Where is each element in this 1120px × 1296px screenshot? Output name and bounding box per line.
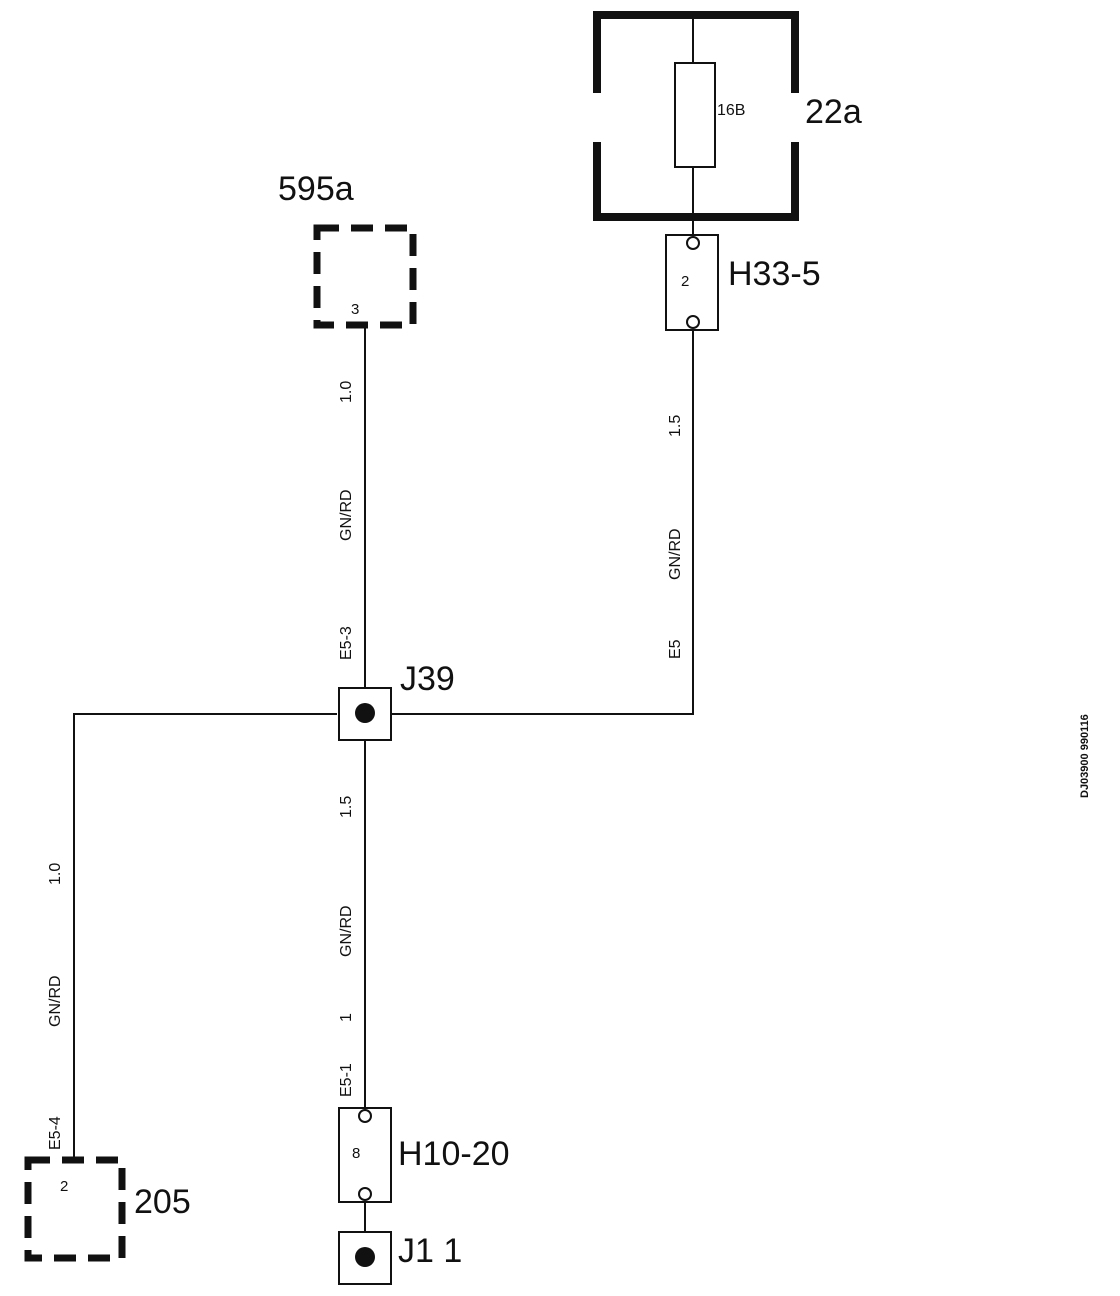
wire-j39-h10-id: E5-1: [338, 1063, 355, 1097]
module-595a-outline: [313, 224, 417, 329]
fuse-box-22a[interactable]: 16B 22a: [593, 11, 862, 221]
connector-h33-5-top-terminal: [686, 236, 700, 250]
connector-h33-5-bottom-terminal: [686, 315, 700, 329]
connector-h33-5-pin: 2: [681, 273, 689, 290]
connector-h33-5[interactable]: 2 H33-5: [665, 234, 821, 331]
fuse-label: 16B: [717, 102, 745, 119]
wire-j39-h10-color: GN/RD: [338, 905, 355, 957]
connector-h33-5-label: H33-5: [728, 255, 821, 293]
wire-j39-205-color: GN/RD: [47, 975, 64, 1027]
wire-h33-j39[interactable]: [391, 329, 694, 715]
junction-j39-label: J39: [400, 660, 455, 698]
module-595a[interactable]: 3 595a: [278, 170, 417, 329]
fuse-box-label: 22a: [805, 93, 862, 131]
connector-h33-5-body: [665, 234, 719, 331]
connector-h10-20[interactable]: 8 H10-20: [338, 1107, 510, 1203]
wire-595a-j39-size: 1.0: [338, 381, 355, 403]
wire-j39-205[interactable]: [73, 713, 337, 1160]
connector-h10-20-bottom-terminal: [358, 1187, 372, 1201]
module-595a-pin: 3: [351, 301, 359, 318]
wire-595a-j39-id: E5-3: [338, 626, 355, 660]
document-code: DJ03900 990116: [1079, 714, 1091, 798]
connector-h10-20-label: H10-20: [398, 1135, 510, 1173]
fuse-16b[interactable]: [674, 62, 716, 168]
module-205-outline: [24, 1156, 126, 1262]
junction-j1-label: J1 1: [398, 1232, 462, 1270]
junction-j39[interactable]: J39: [338, 660, 455, 741]
module-205-pin: 2: [60, 1178, 68, 1195]
wire-j39-h10-extra: 1: [338, 1013, 355, 1022]
connector-h10-20-top-terminal: [358, 1109, 372, 1123]
junction-j1-dot: [355, 1247, 375, 1267]
module-205-label: 205: [134, 1183, 191, 1221]
wire-j39-205-id: E5-4: [47, 1116, 64, 1150]
wire-j39-h10-size: 1.5: [338, 796, 355, 818]
wire-595a-j39-color: GN/RD: [338, 489, 355, 541]
module-205[interactable]: 2 205: [24, 1156, 191, 1262]
connector-h10-20-pin: 8: [352, 1145, 360, 1162]
junction-j1[interactable]: J1 1: [338, 1231, 462, 1285]
connector-h10-20-body: [338, 1107, 392, 1203]
fuse-box-outline-top: [593, 11, 799, 93]
wire-h33-j39-color: GN/RD: [667, 528, 684, 580]
wire-h33-j39-size: 1.5: [667, 415, 684, 437]
module-595a-label: 595a: [278, 170, 354, 208]
wire-j39-205-size: 1.0: [47, 863, 64, 885]
fuse-box-outline-bottom: [593, 142, 799, 221]
wire-h33-j39-id: E5: [667, 639, 684, 659]
junction-j39-dot: [355, 703, 375, 723]
